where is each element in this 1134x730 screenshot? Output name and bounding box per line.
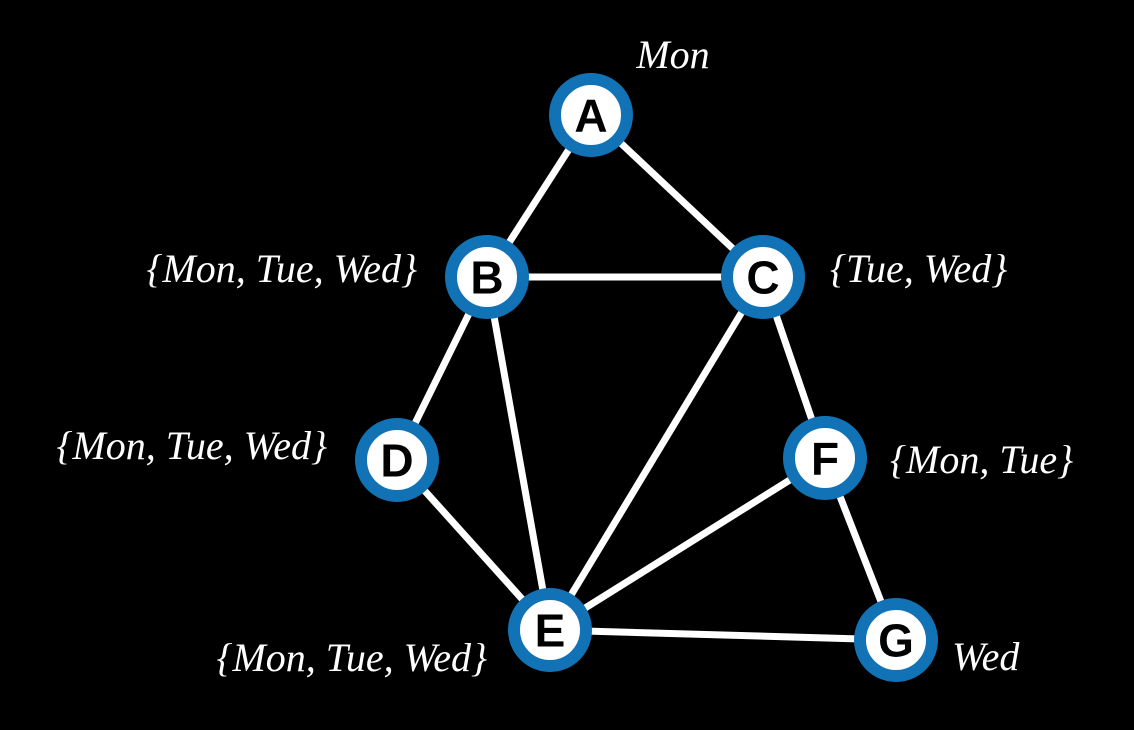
node-G-letter: G (878, 615, 914, 667)
node-E-circle (508, 588, 592, 672)
edge-C-E (546, 273, 767, 634)
node-G-circle (854, 598, 938, 682)
node-A-letter: A (574, 90, 607, 142)
node-D-domain-label: {Mon, Tue, Wed} (56, 423, 327, 468)
node-E-letter: E (535, 605, 566, 657)
node-A-circle (549, 73, 633, 157)
edge-E-F (546, 454, 829, 634)
node-C: C {Tue, Wed} (721, 235, 1007, 319)
edge-B-E (483, 273, 554, 634)
node-G: G Wed (854, 598, 1020, 682)
node-C-letter: C (746, 252, 779, 304)
node-F-domain-label: {Mon, Tue} (890, 437, 1073, 482)
node-B-circle (445, 235, 529, 319)
node-G-domain-label: Wed (952, 634, 1020, 679)
node-D-letter: D (380, 435, 413, 487)
node-F: F {Mon, Tue} (783, 416, 1073, 500)
node-B-letter: B (470, 252, 503, 304)
node-B-domain-label: {Mon, Tue, Wed} (146, 246, 417, 291)
node-C-domain-label: {Tue, Wed} (830, 246, 1007, 291)
node-F-circle (783, 416, 867, 500)
edge-E-G (546, 626, 900, 644)
node-B: B {Mon, Tue, Wed} (146, 235, 529, 319)
node-E-domain-label: {Mon, Tue, Wed} (216, 635, 487, 680)
node-D-circle (355, 418, 439, 502)
node-A: A Mon (549, 32, 710, 157)
node-F-letter: F (811, 433, 839, 485)
node-E: E {Mon, Tue, Wed} (216, 588, 592, 680)
node-C-circle (721, 235, 805, 319)
node-A-domain-label: Mon (635, 32, 709, 77)
node-D: D {Mon, Tue, Wed} (56, 418, 439, 502)
